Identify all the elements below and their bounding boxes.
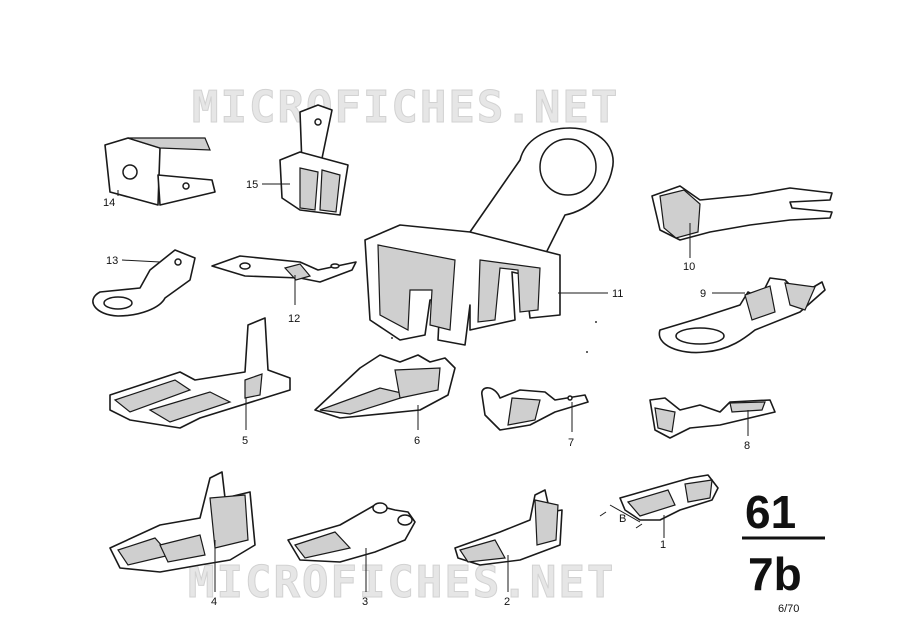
callout-11: 11: [612, 288, 623, 300]
dimension-b-label: B: [619, 513, 626, 525]
part-12-flat-plate: [211, 255, 357, 283]
part-14-bracket: [104, 137, 216, 206]
watermark-top: MICROFICHES.NET: [192, 82, 619, 133]
callout-4: 4: [211, 596, 217, 608]
callout-2: 2: [504, 596, 510, 608]
callout-15: 15: [246, 179, 258, 191]
part-2-angled-receptacle: [454, 489, 563, 566]
page-ref-footer: 6/70: [778, 603, 799, 615]
callout-13: 13: [106, 255, 118, 267]
callout-6: 6: [414, 435, 420, 447]
callout-7: 7: [568, 437, 574, 449]
callout-3: 3: [362, 596, 368, 608]
page-ref-top: 61: [745, 486, 796, 538]
page-ref-bottom: 7b: [748, 548, 802, 600]
part-7-crimp-pin: [481, 387, 589, 431]
callout-8: 8: [744, 440, 750, 452]
callout-9: 9: [700, 288, 706, 300]
part-13-ring-terminal: [92, 249, 196, 317]
callout-10: 10: [683, 261, 695, 273]
part-4-flag-receptacle: [109, 471, 256, 573]
part-3-insulated-receptacle: [287, 502, 416, 563]
callout-14: 14: [103, 197, 115, 209]
part-5-flag-connector: [109, 317, 291, 429]
part-15-clip: [279, 104, 349, 216]
callout-5: 5: [242, 435, 248, 447]
part-9-ring-crimp-terminal: [658, 277, 826, 354]
part-1-small-receptacle: [619, 474, 719, 521]
watermark-bottom: MICROFICHES.NET: [188, 557, 615, 608]
part-6-receptacle: [314, 354, 456, 419]
part-11-ring-bracket: [364, 127, 614, 346]
part-8-blade-terminal: [649, 397, 776, 439]
callout-12: 12: [288, 313, 300, 325]
callout-1: 1: [660, 539, 666, 551]
part-10-fork-terminal: [651, 185, 833, 241]
